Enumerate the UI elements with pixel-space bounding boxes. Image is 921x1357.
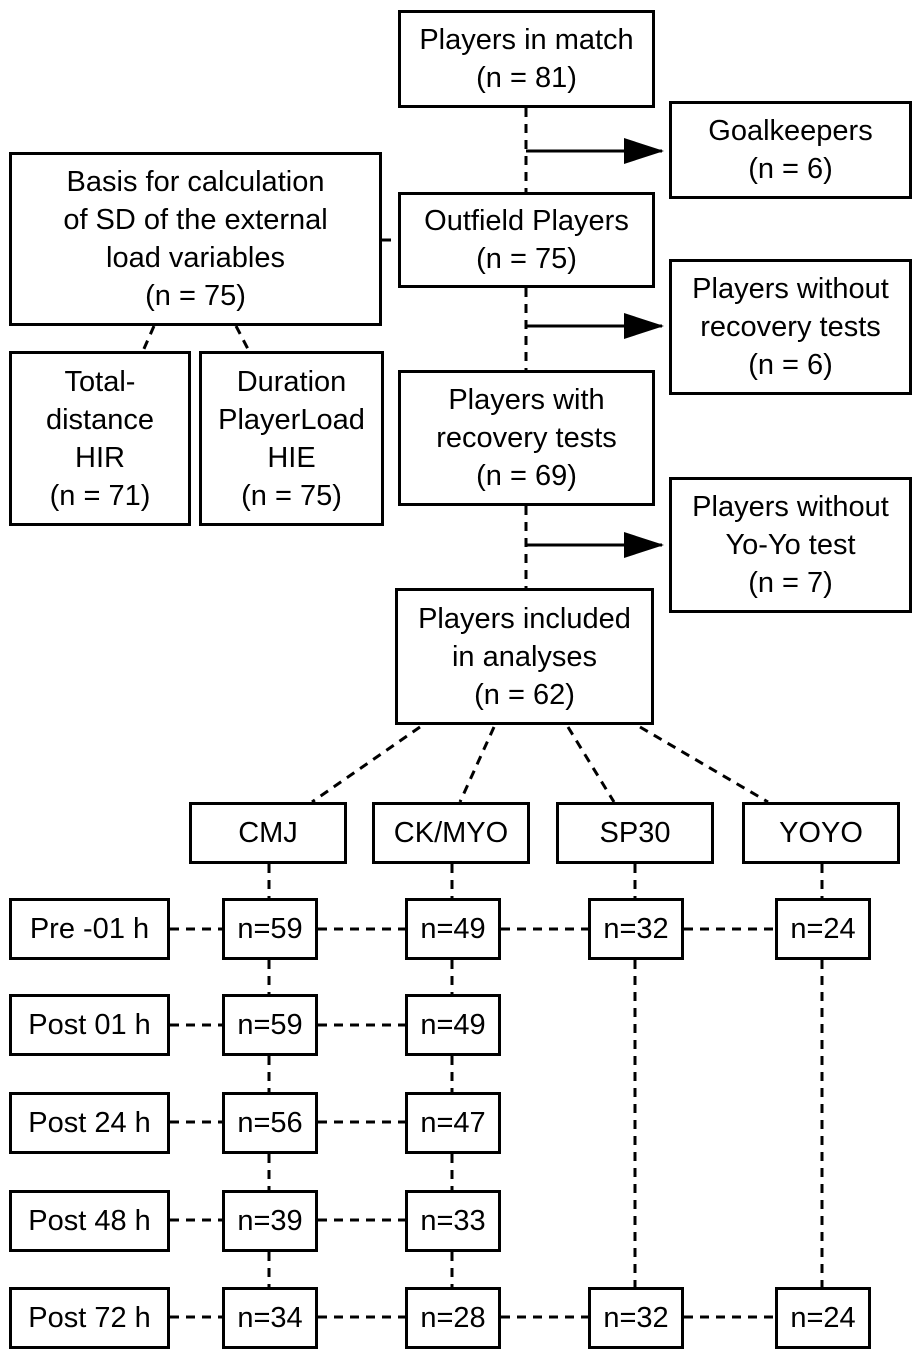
time-post-01-box: Post 01 h [9, 994, 170, 1056]
count-post01-cmj: n=59 [222, 994, 318, 1056]
test-cmj-box: CMJ [189, 802, 347, 864]
count-pre01-ckmyo: n=49 [405, 898, 501, 960]
count-post72-yoyo: n=24 [775, 1287, 871, 1349]
time-pre-01-box: Pre -01 h [9, 898, 170, 960]
players-with-recovery-box: Players with recovery tests (n = 69) [398, 370, 655, 506]
time-post-48-box: Post 48 h [9, 1190, 170, 1252]
count-pre01-yoyo: n=24 [775, 898, 871, 960]
link-included-yoyo [639, 725, 769, 804]
count-pre01-sp30: n=32 [588, 898, 684, 960]
count-post48-cmj: n=39 [222, 1190, 318, 1252]
link-included-cmj [311, 725, 421, 804]
players-included-box: Players included in analyses (n = 62) [395, 588, 654, 725]
duration-box: Duration PlayerLoad HIE (n = 75) [199, 351, 384, 526]
time-post-72-box: Post 72 h [9, 1287, 170, 1349]
basis-for-sd-box: Basis for calculation of SD of the exter… [9, 152, 382, 326]
count-post48-ckmyo: n=33 [405, 1190, 501, 1252]
players-without-recovery-box: Players without recovery tests (n = 6) [669, 259, 912, 395]
test-yoyo-box: YOYO [742, 802, 900, 864]
players-in-match-box: Players in match (n = 81) [398, 10, 655, 108]
test-ckmyo-box: CK/MYO [372, 802, 530, 864]
count-post24-ckmyo: n=47 [405, 1092, 501, 1154]
link-basis-duration [234, 325, 251, 352]
goalkeepers-box: Goalkeepers (n = 6) [669, 101, 912, 199]
total-distance-box: Total- distance HIR (n = 71) [9, 351, 191, 526]
players-without-yoyo-box: Players without Yo-Yo test (n = 7) [669, 477, 912, 613]
count-post24-cmj: n=56 [222, 1092, 318, 1154]
link-basis-total-distance [141, 325, 156, 352]
count-pre01-cmj: n=59 [222, 898, 318, 960]
count-post72-sp30: n=32 [588, 1287, 684, 1349]
count-post72-cmj: n=34 [222, 1287, 318, 1349]
outfield-players-box: Outfield Players (n = 75) [398, 192, 655, 288]
count-post01-ckmyo: n=49 [405, 994, 501, 1056]
test-sp30-box: SP30 [556, 802, 714, 864]
time-post-24-box: Post 24 h [9, 1092, 170, 1154]
link-included-ckmyo [458, 726, 496, 803]
count-post72-ckmyo: n=28 [405, 1287, 501, 1349]
link-included-sp30 [566, 726, 616, 803]
